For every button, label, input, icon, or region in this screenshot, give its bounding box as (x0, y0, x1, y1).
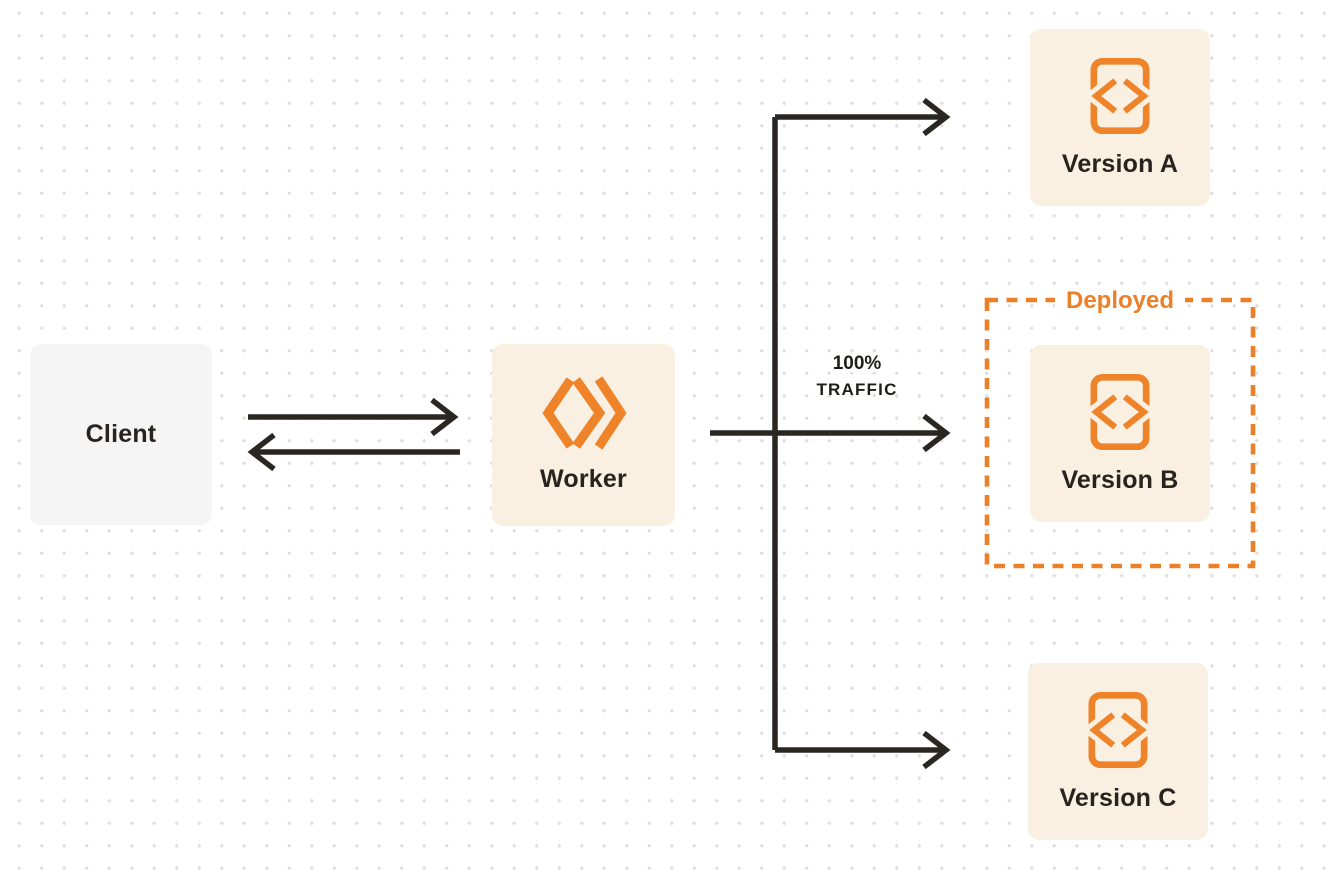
worker-label: Worker (540, 464, 627, 493)
version-b-label: Version B (1061, 465, 1179, 494)
client-label: Client (85, 420, 157, 448)
deployed-dashed-border (984, 297, 1256, 569)
cloudflare-workers-icon (541, 375, 627, 450)
code-file-icon (1083, 373, 1157, 451)
version-c-label: Version C (1059, 783, 1177, 812)
traffic-label: 100% TRAFFIC (789, 351, 925, 403)
client-node: Client (30, 344, 212, 525)
deployed-badge: Deployed (1054, 287, 1186, 315)
version-a-label: Version A (1061, 149, 1179, 178)
worker-node: Worker (492, 344, 675, 526)
code-file-icon (1081, 691, 1155, 769)
arrowhead-worker-to-version-b (922, 413, 951, 453)
arrowhead-branch-to-version-a (922, 97, 951, 137)
version-a-node: Version A (1030, 29, 1210, 206)
arrowhead-branch-to-version-c (922, 730, 951, 770)
code-file-icon (1083, 57, 1157, 135)
version-c-node: Version C (1028, 663, 1208, 840)
traffic-percent: 100% (832, 353, 882, 374)
traffic-word: TRAFFIC (816, 380, 898, 399)
arrowhead-client-to-worker (430, 397, 459, 437)
version-b-node: Version B (1030, 345, 1210, 522)
arrowhead-worker-to-client (247, 432, 276, 472)
